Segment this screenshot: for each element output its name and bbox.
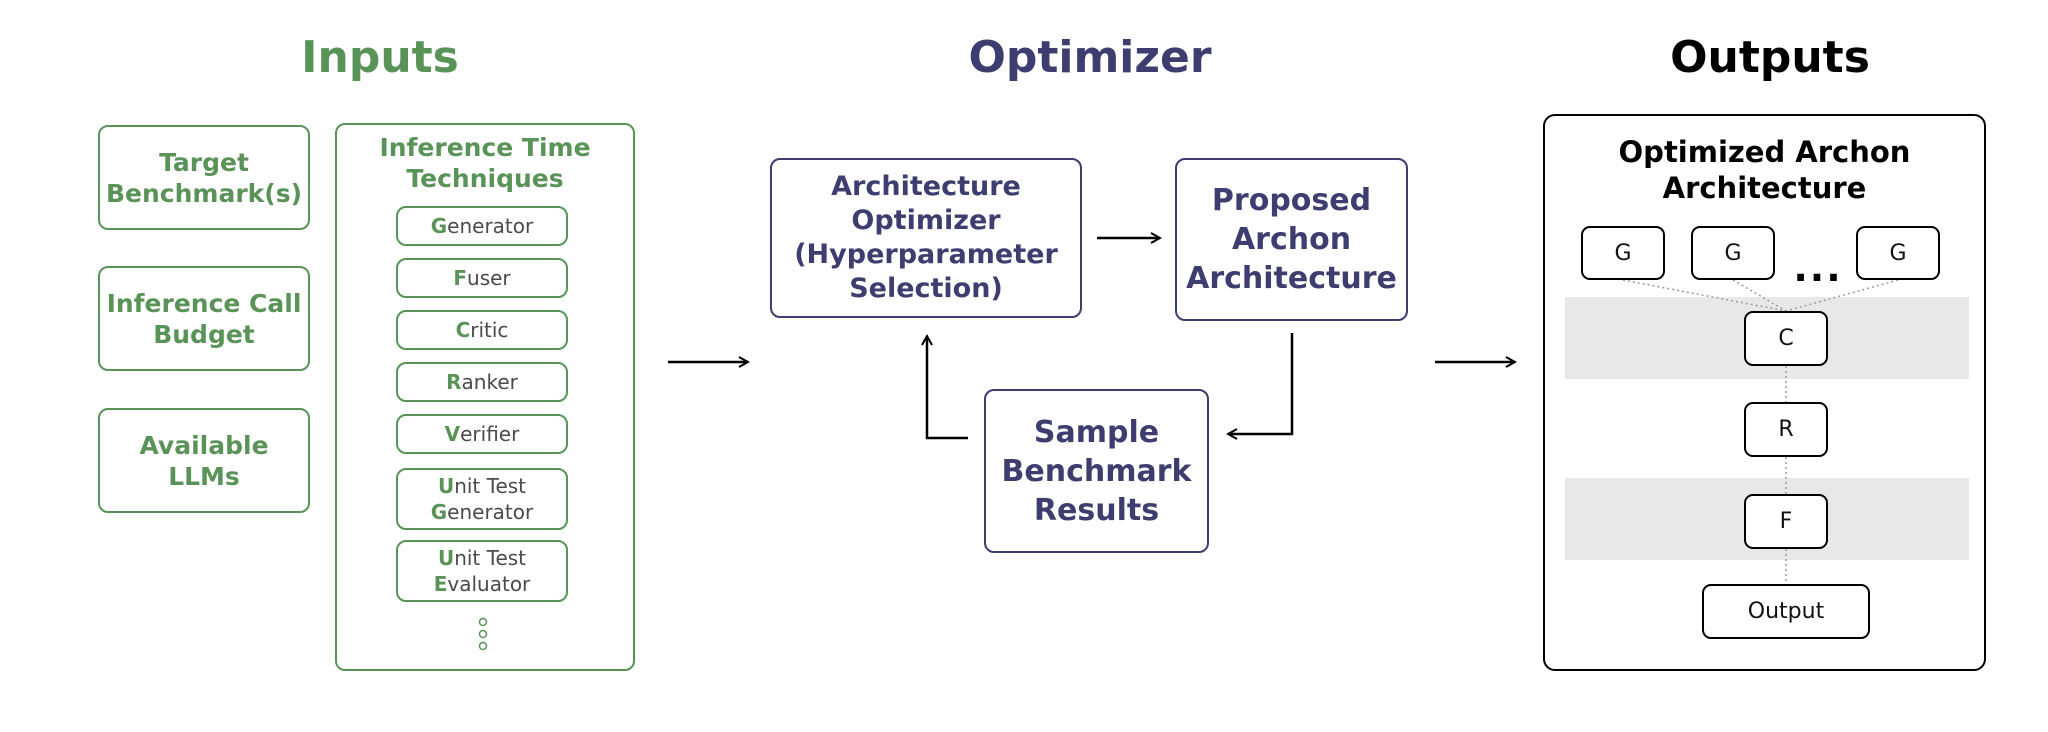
output-node: Output [1702,584,1870,639]
technique-box: Generator [396,206,568,246]
sample-benchmark-results-box: Sample Benchmark Results [984,389,1209,553]
technique-box: Verifier [396,414,568,454]
optimizer-heading: Optimizer [968,32,1212,83]
technique-initial: U [437,474,455,498]
generator-node: G [1856,226,1940,280]
technique-rest: nit Test [454,546,527,570]
technique-initial: V [444,422,461,446]
technique-rest: anker [461,370,518,394]
more-techniques-indicator [478,617,488,651]
technique-rest: nit Test [454,474,527,498]
technique-label: Verifier [445,421,520,447]
technique-box: Fuser [396,258,568,298]
technique-label: Ranker [446,369,518,395]
outputs-panel [1543,114,1986,671]
technique-label: Evaluator [434,571,531,597]
technique-initial: C [455,318,471,342]
available-llms-box: Available LLMs [98,408,310,513]
technique-label: Critic [456,317,509,343]
fuser-node: F [1744,494,1828,549]
outputs-heading: Outputs [1670,32,1870,83]
proposed-to-sample-arrow [1228,333,1294,434]
technique-initial: G [430,214,448,238]
technique-label: Fuser [453,265,510,291]
generator-node: G [1581,226,1665,280]
inference-techniques-panel [335,123,635,671]
ellipsis-dots: ... [1793,246,1843,290]
technique-initial: R [446,370,462,394]
sample-to-optimizer-arrow [927,336,968,440]
technique-box: Ranker [396,362,568,402]
inference-techniques-title: Inference Time Techniques [379,133,591,193]
proposed-architecture-box: Proposed Archon Architecture [1175,158,1408,321]
technique-initial: F [453,266,468,290]
technique-rest: valuator [447,572,531,596]
technique-rest: erifier [460,422,520,446]
architecture-optimizer-box: Architecture Optimizer (Hyperparameter S… [770,158,1082,318]
technique-label: Generator [431,213,534,239]
technique-initial: G [430,500,448,524]
technique-label: Generator [431,499,534,525]
technique-initial: U [437,546,455,570]
technique-rest: ritic [470,318,509,342]
technique-label: Unit Test [438,473,526,499]
technique-box: Critic [396,310,568,350]
inference-call-budget-box: Inference Call Budget [98,266,310,371]
ranker-node: R [1744,402,1828,457]
technique-rest: user [467,266,511,290]
technique-label: Unit Test [438,545,526,571]
target-benchmarks-box: Target Benchmark(s) [98,125,310,230]
critic-node: C [1744,311,1828,366]
generator-node: G [1691,226,1775,280]
technique-rest: enerator [447,500,534,524]
optimized-architecture-title: Optimized Archon Architecture [1618,135,1911,205]
technique-initial: E [433,572,448,596]
technique-rest: enerator [447,214,534,238]
inputs-heading: Inputs [301,32,459,83]
